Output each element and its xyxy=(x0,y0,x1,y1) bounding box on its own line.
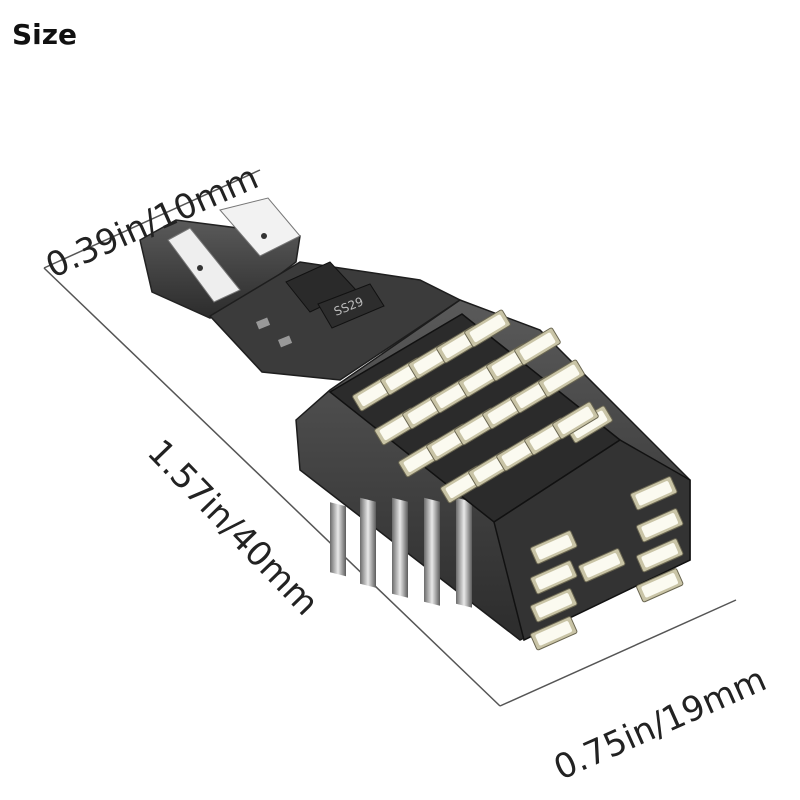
length-dimension-line xyxy=(43,267,501,707)
diameter-dimension-line xyxy=(499,599,737,707)
page-title: Size xyxy=(12,18,78,51)
dimension-lines xyxy=(43,169,737,707)
circuit-board: SS29 xyxy=(208,261,462,381)
wedge-base xyxy=(139,197,301,319)
heat-sink-fins xyxy=(330,497,472,608)
width-dimension-line xyxy=(43,169,261,269)
